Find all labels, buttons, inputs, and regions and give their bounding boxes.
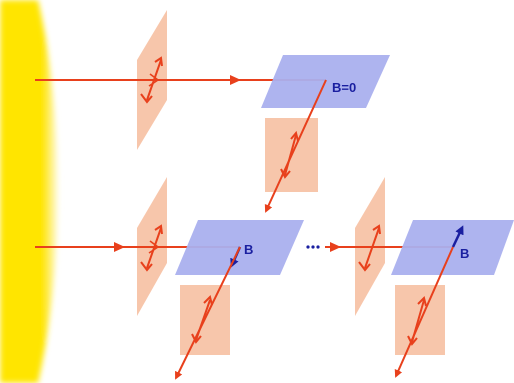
- sun-glow-icon: [0, 0, 58, 383]
- field-label-b-left: B: [244, 242, 253, 257]
- ray-direction-arrow-icon: [114, 242, 125, 252]
- ray-direction-arrow-icon: [230, 75, 241, 85]
- ray-direction-arrow-icon: [330, 242, 341, 252]
- field-label-b-right: B: [460, 246, 469, 261]
- ellipsis-dots-icon: [306, 245, 319, 248]
- field-label-zero: B=0: [332, 80, 356, 95]
